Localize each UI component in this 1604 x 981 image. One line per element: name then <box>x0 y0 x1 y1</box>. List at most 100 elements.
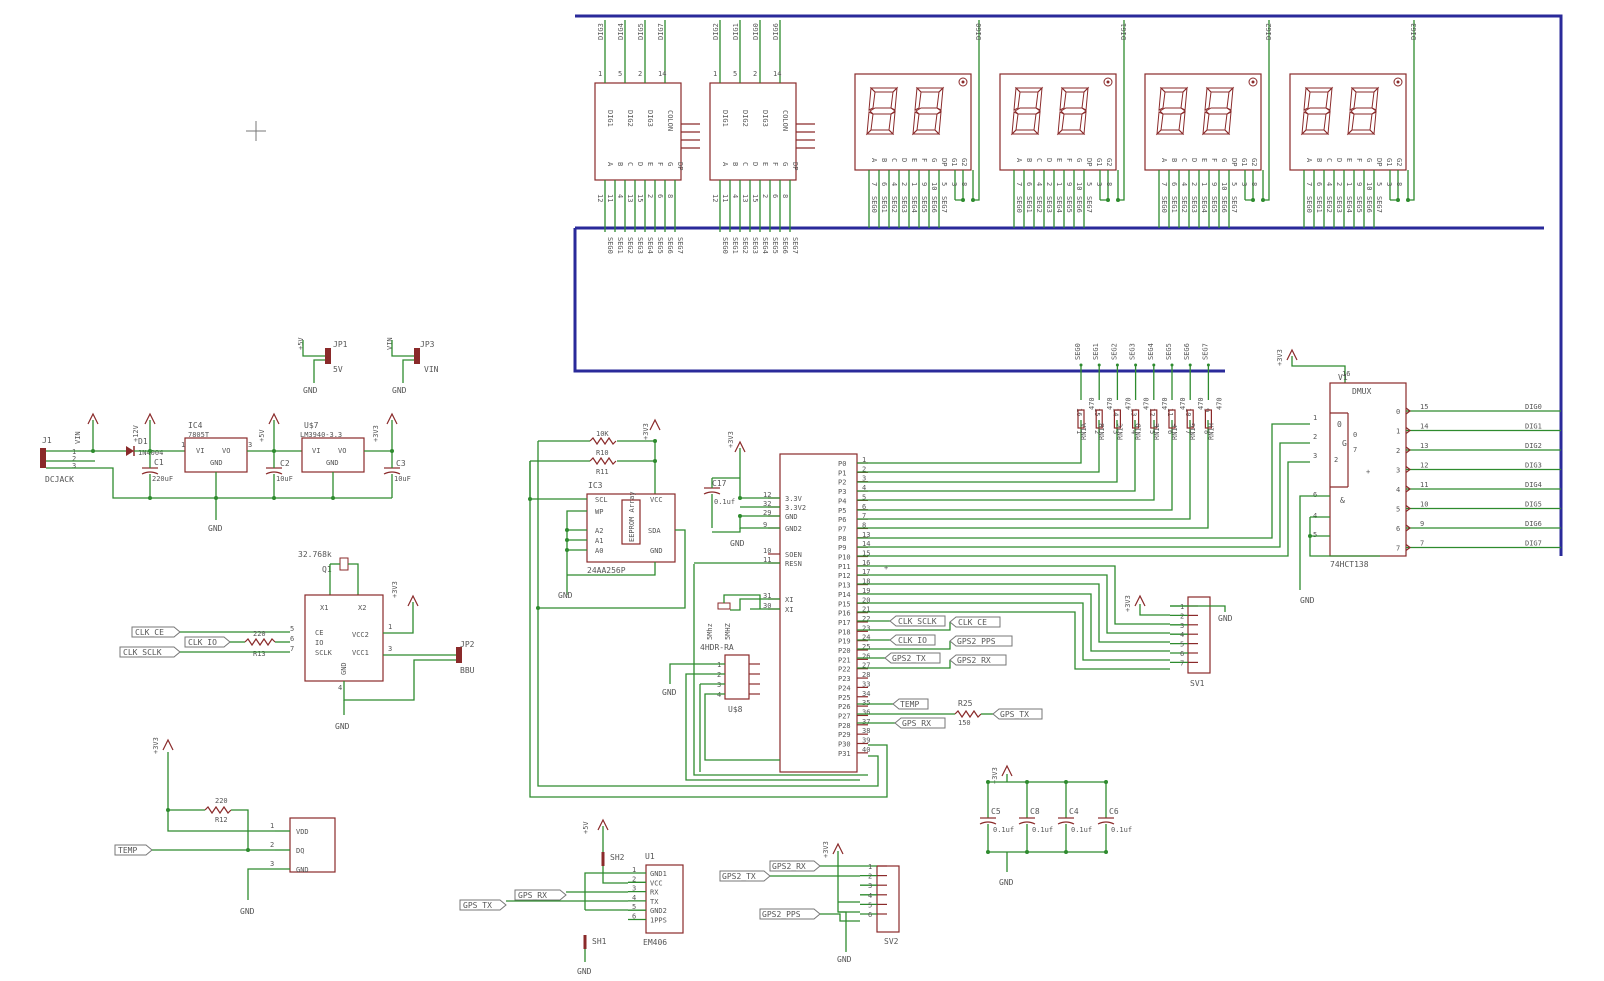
svg-text:GPS2_PPS: GPS2_PPS <box>762 910 801 919</box>
resistor-seg-label: SEG3 <box>1129 343 1137 360</box>
svg-text:74HCT138: 74HCT138 <box>1330 560 1369 569</box>
svg-text:U$7: U$7 <box>304 421 319 430</box>
seven-seg-pin: A <box>1305 158 1313 163</box>
svg-text:10K: 10K <box>596 430 609 438</box>
segment-shape <box>868 86 876 111</box>
mcu-pin-number: 22 <box>862 615 870 623</box>
mcu-left-pin-label: XI <box>785 606 793 614</box>
seven-seg-pin: D <box>1335 158 1343 162</box>
resistor-pin-number: 14 <box>1111 408 1119 416</box>
resistor-body <box>1095 409 1103 429</box>
segment-shape <box>1226 86 1234 111</box>
junction-dot <box>1152 363 1156 367</box>
resistor-seg-label: SEG7 <box>1201 343 1209 360</box>
vfd-grid-label: DIG1 <box>721 110 729 127</box>
vfd-segment-pin: F <box>771 162 779 166</box>
seven-seg-pin: C <box>1035 158 1043 162</box>
resistor-seg-label: SEG5 <box>1165 343 1173 360</box>
vfd-pin-number: 2 <box>646 194 654 198</box>
svg-text:R11: R11 <box>596 468 609 476</box>
seven-seg-pin-number: 9 <box>1355 182 1363 186</box>
svg-text:A1: A1 <box>595 537 603 545</box>
seven-seg-display: DIG2A7SEG0B6SEG1C4SEG2D2SEG3E1SEG4F9SEG5… <box>1144 20 1273 228</box>
demux-pin-number: 13 <box>1420 442 1428 450</box>
resistor-pin-number: 13 <box>1130 408 1138 416</box>
seven-seg-pin-number: 3 <box>1240 182 1248 186</box>
junction-dot <box>1064 850 1068 854</box>
seven-seg-display: DIG3A7SEG0B6SEG1C4SEG2D2SEG3E1SEG4F9SEG5… <box>1289 20 1418 228</box>
gps-pin-label: RX <box>650 889 659 897</box>
segment-label: SEG1 <box>1170 196 1178 213</box>
vfd-grid-label: DIG1 <box>606 110 614 127</box>
vfd-segment-label: SEG5 <box>656 237 664 254</box>
mcu-pin-number: 4 <box>862 484 866 492</box>
seven-seg-pin: F <box>920 158 928 162</box>
seven-seg-pin: C <box>1180 158 1188 162</box>
segment-shape <box>1180 86 1188 111</box>
junction-dot <box>1104 780 1108 784</box>
segment-shape <box>1158 86 1166 111</box>
seven-seg-pin-number: 2 <box>1190 182 1198 186</box>
vfd-digit-label: DIG5 <box>637 23 645 40</box>
svg-text:VDD: VDD <box>296 828 309 836</box>
segment-label: SEG2 <box>890 196 898 213</box>
seven-seg-display: DIG0A7SEG0B6SEG1C4SEG2D2SEG3E1SEG4F9SEG5… <box>854 20 983 228</box>
segment-label: SEG7 <box>940 196 948 213</box>
vfd-pin-number: 4 <box>731 194 739 198</box>
seven-seg-pin-number: 10 <box>930 182 938 190</box>
segment-shape <box>1301 111 1309 136</box>
sv2-pin-number: 6 <box>868 911 872 919</box>
mcu-port-label: P22 <box>838 666 851 674</box>
mcu-pin-number: 36 <box>862 708 870 716</box>
svg-text:10uF: 10uF <box>394 475 411 483</box>
svg-text:VIN: VIN <box>424 365 439 374</box>
vfd-segment-pin: F <box>656 162 664 166</box>
junction-dot <box>1188 363 1192 367</box>
sv1-pin-number: 3 <box>1180 622 1184 630</box>
svg-text:GPS2_RX: GPS2_RX <box>957 656 991 665</box>
svg-text:+3V3: +3V3 <box>391 581 399 598</box>
seven-seg-pin: G1 <box>1240 158 1248 166</box>
resistor-pin-number: 11 <box>1166 408 1174 416</box>
svg-text:2: 2 <box>1313 433 1317 441</box>
segment-label: SEG3 <box>1190 196 1198 213</box>
svg-text:+3V3: +3V3 <box>727 431 735 448</box>
vfd-segment-label: SEG3 <box>636 237 644 254</box>
svg-text:VIN: VIN <box>74 431 82 444</box>
junction-dot <box>1170 363 1174 367</box>
svg-text:16: 16 <box>1342 370 1350 378</box>
segment-shape <box>1014 107 1041 115</box>
segment-label: SEG6 <box>1365 196 1373 213</box>
junction-dot <box>1025 850 1029 854</box>
vfd-pin-number: 2 <box>753 70 757 78</box>
vfd-segment-label: SEG0 <box>606 237 614 254</box>
seven-seg-pin-number: 8 <box>1250 182 1258 186</box>
segment-label: SEG0 <box>1015 196 1023 213</box>
svg-text:4HDR-RA: 4HDR-RA <box>700 643 734 652</box>
svg-text:+3V3: +3V3 <box>822 841 830 858</box>
resistor-pin-number: 8 <box>1202 430 1210 434</box>
svg-text:220uF: 220uF <box>152 475 173 483</box>
mcu-pin-number: 5 <box>862 493 866 501</box>
svg-text:V1: V1 <box>1338 373 1348 382</box>
svg-text:+5V: +5V <box>297 337 305 350</box>
vfd-segment-pin: G <box>781 162 789 166</box>
junction-dot <box>1115 363 1119 367</box>
vfd-segment-pin: C <box>741 162 749 166</box>
seven-seg-pin-number: 2 <box>1045 182 1053 186</box>
seven-seg-pin: B <box>1315 158 1323 162</box>
svg-text:5Mhz: 5Mhz <box>706 623 714 640</box>
svg-text:VCC2: VCC2 <box>352 631 369 639</box>
svg-text:JP2: JP2 <box>460 640 475 649</box>
segment-label: SEG5 <box>1355 196 1363 213</box>
junction-dot <box>1134 363 1138 367</box>
sv2-pin-number: 3 <box>868 882 872 890</box>
segment-shape <box>1057 111 1065 136</box>
seven-seg-pin: D <box>1190 158 1198 162</box>
vfd-grid-label: DIG2 <box>626 110 634 127</box>
gps-pin-label: VCC <box>650 879 663 887</box>
resistor-body <box>1131 409 1140 429</box>
vfd-segment-label: SEG7 <box>791 237 799 254</box>
